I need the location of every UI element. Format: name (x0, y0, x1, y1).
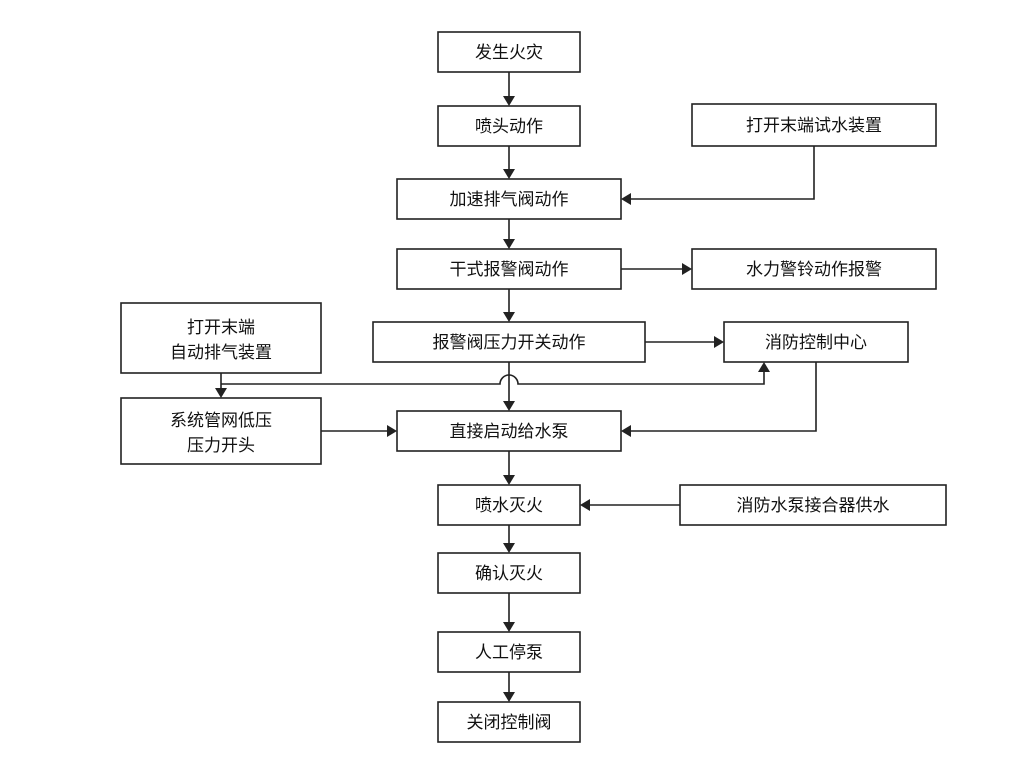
node-sprinkler: 喷头动作 (437, 105, 581, 147)
arrow-sprinkler-to-accel (503, 146, 515, 179)
node-lowpressure: 系统管网低压 压力开头 (120, 397, 322, 465)
node-dryalarm-label: 干式报警阀动作 (450, 260, 569, 280)
arrow-pswitch-to-control (645, 336, 724, 348)
node-endtest: 打开末端试水装置 (691, 103, 937, 147)
arrow-pswitch-to-pump (503, 362, 515, 411)
node-lowpressure-line-1: 系统管网低压 (170, 411, 272, 431)
arrow-lowpressure-to-pump (321, 425, 397, 437)
node-stop-label: 人工停泵 (475, 643, 543, 663)
arrow-spray-to-confirm (503, 525, 515, 553)
node-endexhaust: 打开末端 自动排气装置 (120, 302, 322, 374)
node-sprinkler-label: 喷头动作 (475, 117, 543, 137)
node-confirm-label: 确认灭火 (475, 564, 543, 584)
node-fire-label: 发生火灾 (475, 43, 543, 63)
arrow-control-to-pump (621, 362, 817, 437)
node-control: 消防控制中心 (723, 321, 909, 363)
arrow-endexhaust-to-lowpressure (215, 373, 227, 398)
arrow-accel-to-dryalarm (503, 219, 515, 249)
node-connector-label: 消防水泵接合器供水 (737, 496, 890, 516)
node-confirm: 确认灭火 (437, 552, 581, 594)
node-endexhaust-line-1: 打开末端 (187, 318, 255, 338)
node-pswitch-label: 报警阀压力开关动作 (433, 333, 586, 353)
node-connector: 消防水泵接合器供水 (679, 484, 947, 526)
node-accel-label: 加速排气阀动作 (450, 190, 569, 210)
node-control-label: 消防控制中心 (765, 333, 867, 353)
arrow-endtest-to-accel (621, 146, 815, 205)
node-dryalarm: 干式报警阀动作 (396, 248, 622, 290)
node-spray: 喷水灭火 (437, 484, 581, 526)
arrow-stop-to-close (503, 672, 515, 702)
node-bell-label: 水力警铃动作报警 (746, 260, 882, 280)
arrow-confirm-to-stop (503, 593, 515, 632)
node-accel: 加速排气阀动作 (396, 178, 622, 220)
node-close: 关闭控制阀 (437, 701, 581, 743)
arrow-endexhaust-to-control (221, 362, 770, 385)
arrow-fire-to-sprinkler (503, 72, 515, 106)
node-pump-label: 直接启动给水泵 (450, 422, 569, 442)
arrow-dryalarm-to-pswitch (503, 289, 515, 322)
node-bell: 水力警铃动作报警 (691, 248, 937, 290)
node-spray-label: 喷水灭火 (475, 496, 543, 516)
node-fire: 发生火灾 (437, 31, 581, 73)
node-pump: 直接启动给水泵 (396, 410, 622, 452)
arrow-pump-to-spray (503, 451, 515, 485)
node-stop: 人工停泵 (437, 631, 581, 673)
node-endtest-label: 打开末端试水装置 (746, 116, 882, 136)
arrow-connector-to-spray (580, 499, 680, 511)
node-lowpressure-line-2: 压力开头 (187, 436, 255, 456)
node-pswitch: 报警阀压力开关动作 (372, 321, 646, 363)
node-endexhaust-line-2: 自动排气装置 (170, 343, 272, 363)
arrow-dryalarm-to-bell (621, 263, 692, 275)
node-close-label: 关闭控制阀 (467, 713, 552, 733)
